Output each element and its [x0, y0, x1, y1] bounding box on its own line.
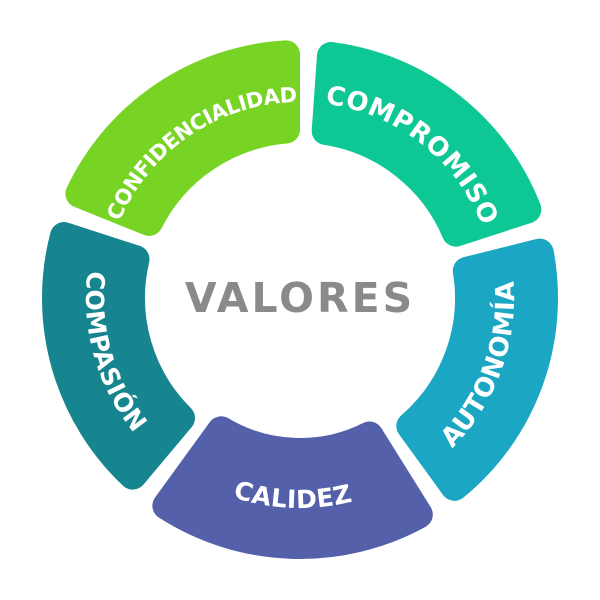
center-title: VALORES: [185, 274, 415, 322]
segment-autonomia: [396, 238, 558, 501]
segment-compasion: [42, 222, 196, 490]
segments-layer: [42, 40, 558, 559]
segment-confidencialidad: [65, 40, 301, 236]
segment-compromiso: [311, 41, 542, 247]
segment-calidez: [152, 416, 433, 559]
